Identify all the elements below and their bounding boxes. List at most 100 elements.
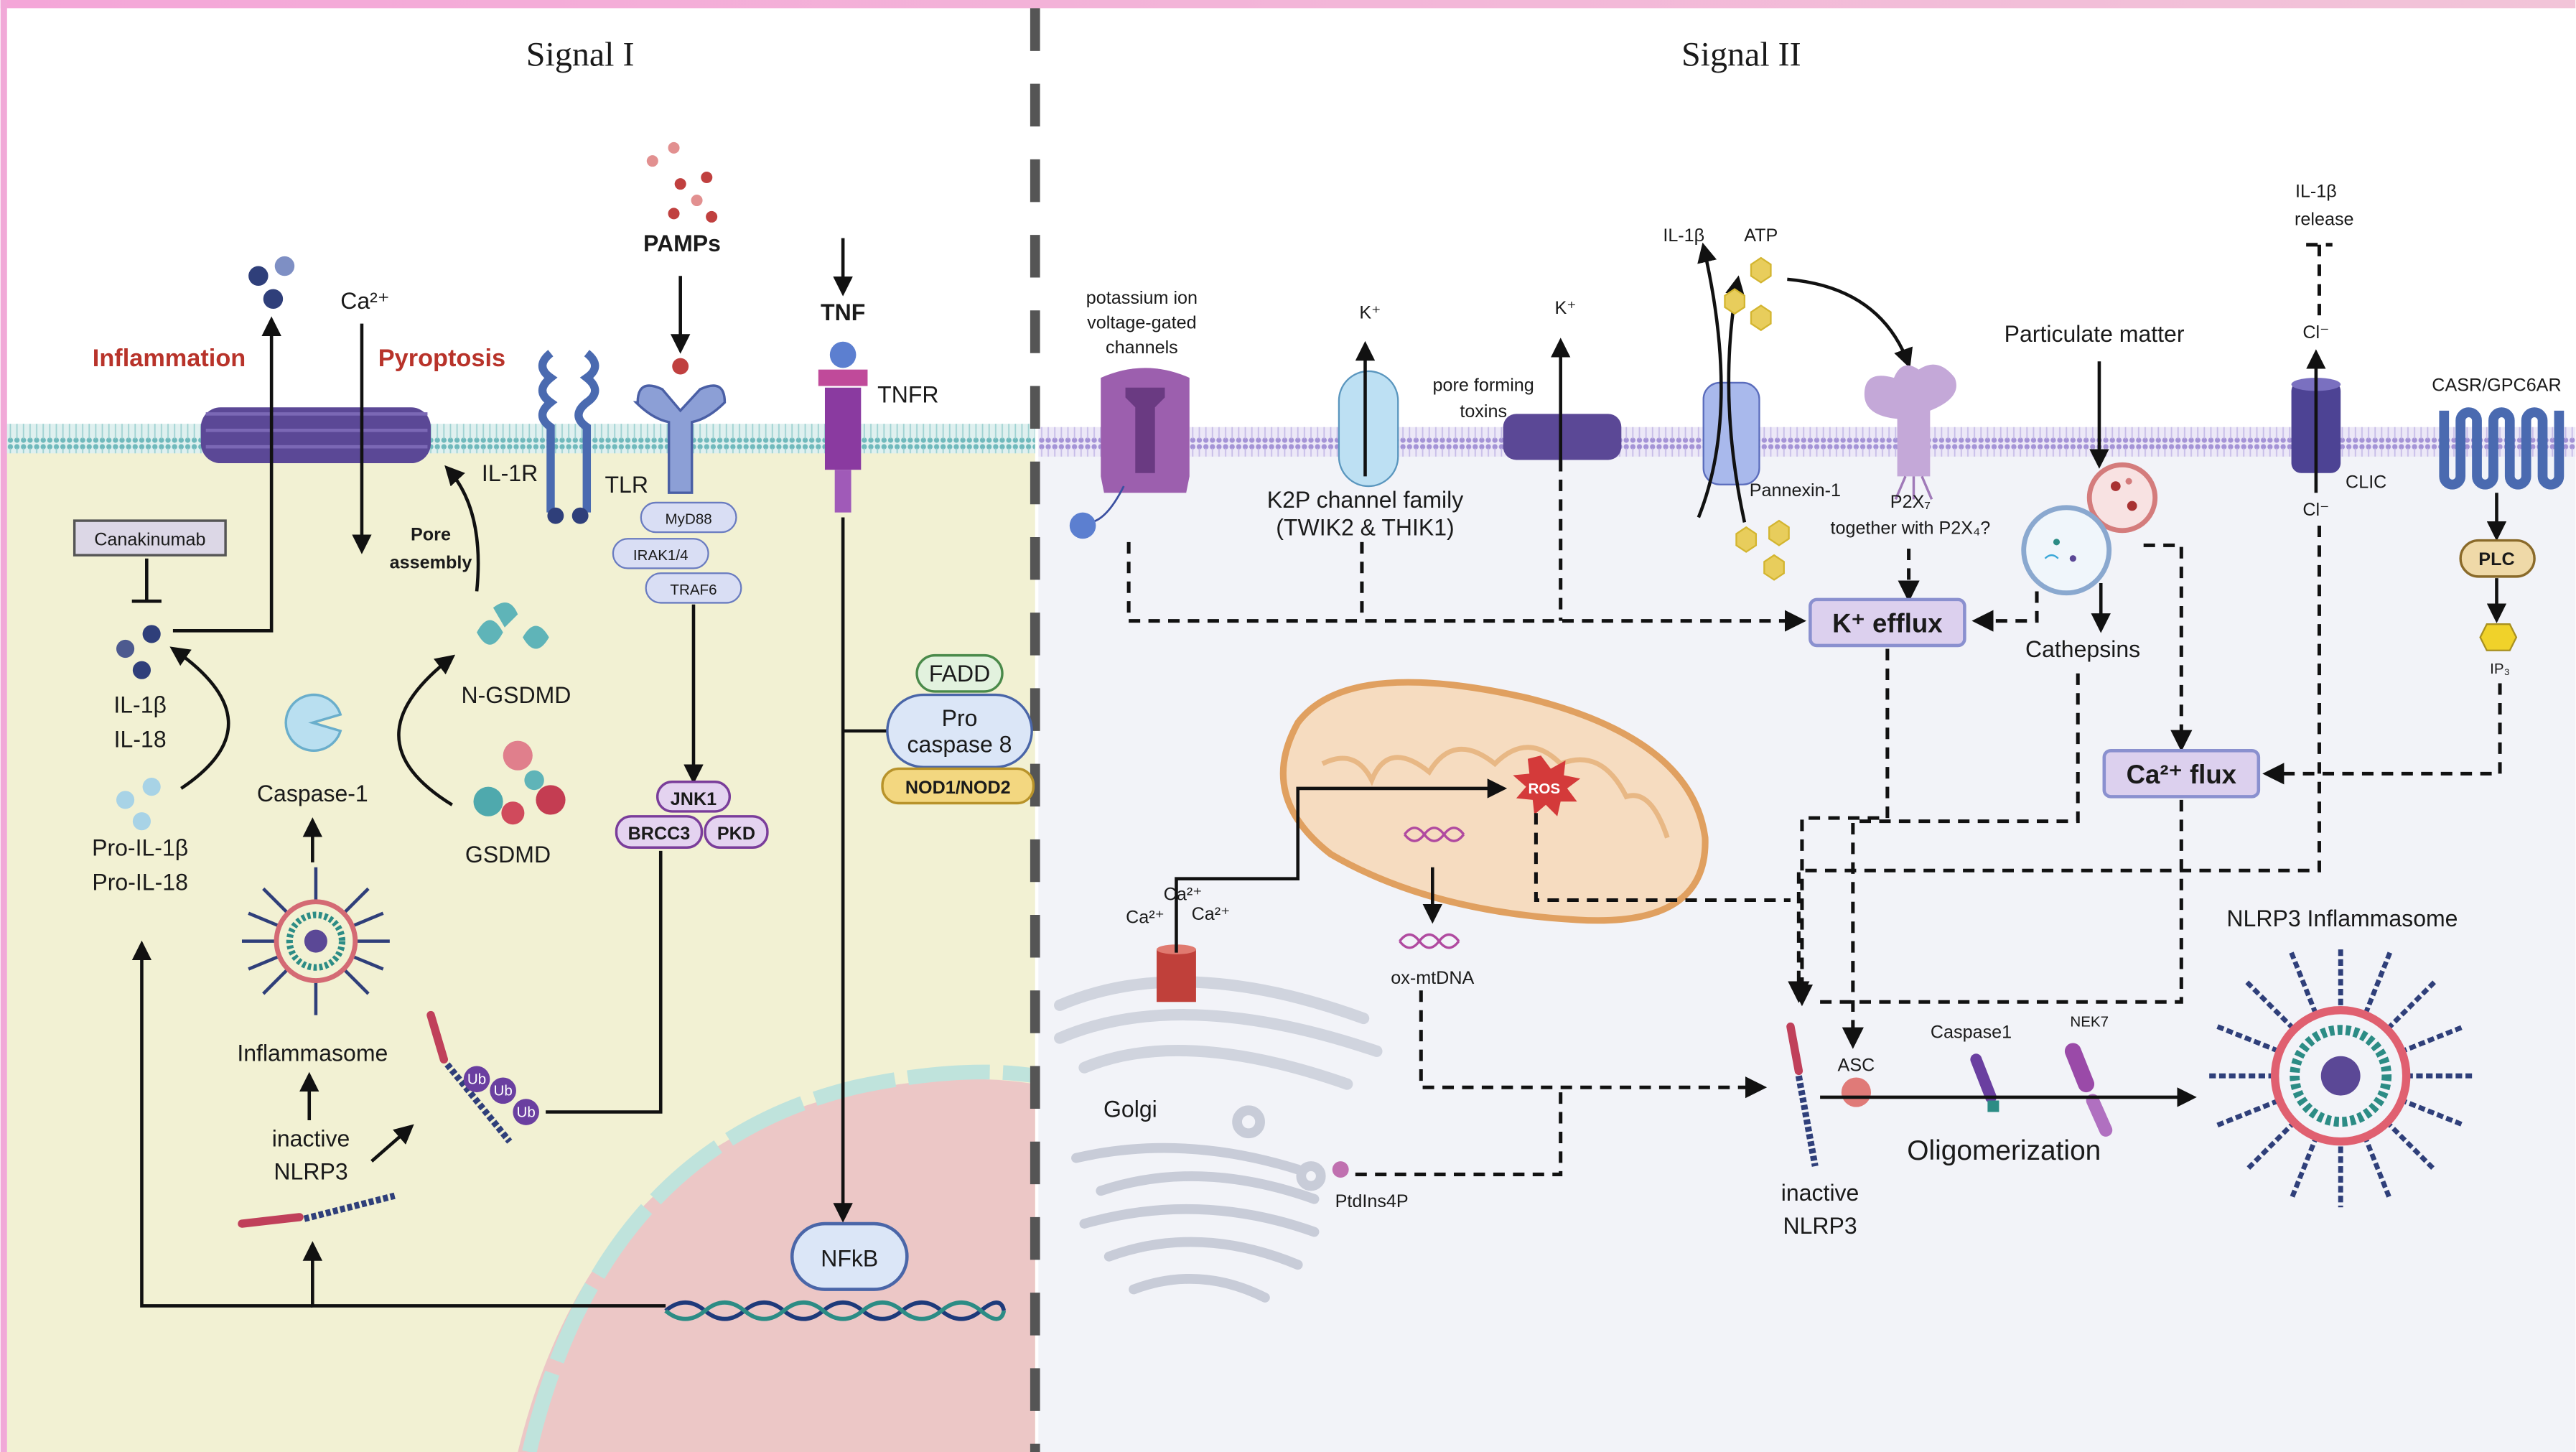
pft-label-2: toxins (1460, 401, 1507, 422)
inhibition-line (131, 558, 162, 603)
p2x7-label: P2X₇ (1890, 492, 1931, 512)
ca-flux-to-nlrp3-arrow (1811, 799, 2183, 1004)
er-golgi-stacks (1054, 976, 1383, 1090)
clic-label: CLIC (2346, 472, 2386, 492)
inactive-nlrp3-label-2: NLRP3 (274, 1158, 347, 1184)
k-plus-label-1: K⁺ (1359, 303, 1381, 323)
k-efflux-to-nlrp3-arrow (1791, 648, 1890, 1007)
svg-text:MyD88: MyD88 (666, 511, 712, 528)
calcium-channel (1157, 944, 1196, 1002)
nlrp3-inflammasome-icon (2209, 949, 2473, 1208)
pore-forming-toxin (1503, 414, 1622, 460)
lysosome-to-k-efflux-arrow (1971, 591, 2039, 632)
atp-molecules (1724, 256, 1790, 581)
gsdmd-icon (473, 740, 566, 825)
il18-label: IL-18 (114, 727, 167, 753)
k-efflux-box: K⁺ efflux (1809, 597, 1966, 648)
caspase1-label-2: Caspase1 (1931, 1023, 2012, 1043)
svg-text:Ca²⁺ flux: Ca²⁺ flux (2127, 760, 2237, 789)
svg-text:PLC: PLC (2478, 549, 2514, 569)
caspase1-icon (284, 693, 342, 752)
oxmtdna-to-nlrp3-arrow (1419, 990, 1768, 1099)
channels-to-k-efflux-arrow (1126, 541, 1806, 632)
pannexin-label: Pannexin-1 (1750, 480, 1841, 501)
brcc3-to-ub-line (546, 850, 663, 1114)
cathepsins-to-nlrp3-arrow (1842, 673, 2080, 1049)
tnf-label: TNF (821, 299, 865, 325)
ca2-label-1: Ca²⁺ (1164, 884, 1203, 904)
svg-text:NOD1/NOD2: NOD1/NOD2 (905, 778, 1011, 798)
clic-to-nlrp3-arrow (1788, 525, 2321, 1003)
tnfr-label: TNFR (877, 381, 938, 407)
gasdermin-pore (200, 407, 431, 464)
ros-to-nlrp3-arrow (1534, 813, 1791, 902)
il1r-label: IL-1R (482, 460, 538, 486)
golgi-label: Golgi (1103, 1096, 1157, 1122)
inactive-nlrp3-label-4: NLRP3 (1783, 1213, 1857, 1239)
nek7-molecule (2064, 1043, 2113, 1137)
kv-label-1: potassium ion (1086, 288, 1198, 308)
nucleus (518, 1064, 1037, 1452)
pore-assembly-label-2: assembly (390, 552, 472, 572)
mito-dna (1404, 827, 1465, 842)
svg-text:Ub: Ub (517, 1104, 536, 1120)
nfkb-node: NFkB (790, 1221, 909, 1291)
svg-text:NFkB: NFkB (821, 1246, 878, 1272)
inflammasome-label: Inflammasome (237, 1041, 388, 1066)
jnk1-node: JNK1 (655, 781, 732, 813)
irak-node: IRAK1/4 (612, 538, 709, 569)
signal1-title: Signal I (526, 35, 635, 73)
brcc3-node: BRCC3 (615, 815, 704, 849)
nod1-nod2-node: NOD1/NOD2 (881, 767, 1035, 805)
pannexin-il1b-arrow (1697, 242, 1723, 518)
maturation-arrow (169, 646, 230, 790)
inflammation-label: Inflammation (93, 345, 246, 372)
ca-flux-box: Ca²⁺ flux (2102, 749, 2261, 799)
n-gsdmd-label: N-GSDMD (461, 682, 571, 708)
transcription-arrow-pro-il1b (131, 940, 313, 1308)
signal1-extracellular (6, 8, 1035, 424)
lysosome-rupture (2021, 462, 2158, 596)
left-border (0, 0, 7, 1452)
kv-label-3: channels (1106, 338, 1178, 358)
ca2-label: Ca²⁺ (340, 288, 390, 314)
traf6-node: TRAF6 (645, 572, 742, 604)
gsdmd-cycle (397, 465, 480, 806)
svg-text:IRAK1/4: IRAK1/4 (633, 547, 689, 564)
atp-label: ATP (1744, 225, 1778, 246)
caspase1-label: Caspase-1 (257, 781, 368, 806)
oligomerization-label: Oligomerization (1907, 1135, 2101, 1166)
tnfr-receptor (818, 341, 868, 513)
il1r-receptor (538, 350, 599, 524)
caspase1-molecule (1970, 1053, 1999, 1112)
cathepsins-label: Cathepsins (2025, 636, 2140, 662)
pyroptosis-label: Pyroptosis (378, 345, 505, 372)
inactive-nlrp3-molecule (238, 1192, 396, 1228)
ptdins4p-label: PtdIns4P (1335, 1191, 1409, 1211)
gsdmd-label: GSDMD (465, 842, 551, 867)
dna-helix (664, 1300, 1007, 1321)
pft-label-1: pore forming (1433, 375, 1534, 395)
svg-text:BRCC3: BRCC3 (628, 824, 691, 844)
svg-text:Pro: Pro (942, 705, 978, 731)
svg-text:K⁺ efflux: K⁺ efflux (1832, 609, 1943, 638)
cl-label-in: Cl⁻ (2302, 500, 2329, 520)
il1b-label: IL-1β (113, 692, 167, 718)
inactive-nlrp3-label-1: inactive (272, 1126, 350, 1152)
pro-il1b-label: Pro-IL-1β (92, 835, 188, 861)
casr-label: CASR/GPC6AR (2432, 375, 2561, 395)
p2x4-label: together with P2X₄? (1830, 518, 1990, 538)
atp-to-p2x7-arrow (1787, 277, 1913, 368)
inflammasome-icon (241, 867, 390, 1015)
pore-assembly-label-1: Pore (411, 525, 451, 545)
inactive-nlrp3-label-3: inactive (1781, 1180, 1859, 1206)
top-border (0, 0, 2576, 9)
canakinumab-box: Canakinumab (73, 519, 227, 557)
svg-text:Canakinumab: Canakinumab (94, 529, 205, 549)
k2p-label-2: (TWIK2 & THIK1) (1276, 515, 1454, 541)
nek7-label: NEK7 (2070, 1014, 2109, 1030)
ca2-label-3: Ca²⁺ (1192, 904, 1231, 924)
pannexin-il1b-label: IL-1β (1663, 225, 1704, 246)
svg-text:FADD: FADD (929, 661, 990, 687)
